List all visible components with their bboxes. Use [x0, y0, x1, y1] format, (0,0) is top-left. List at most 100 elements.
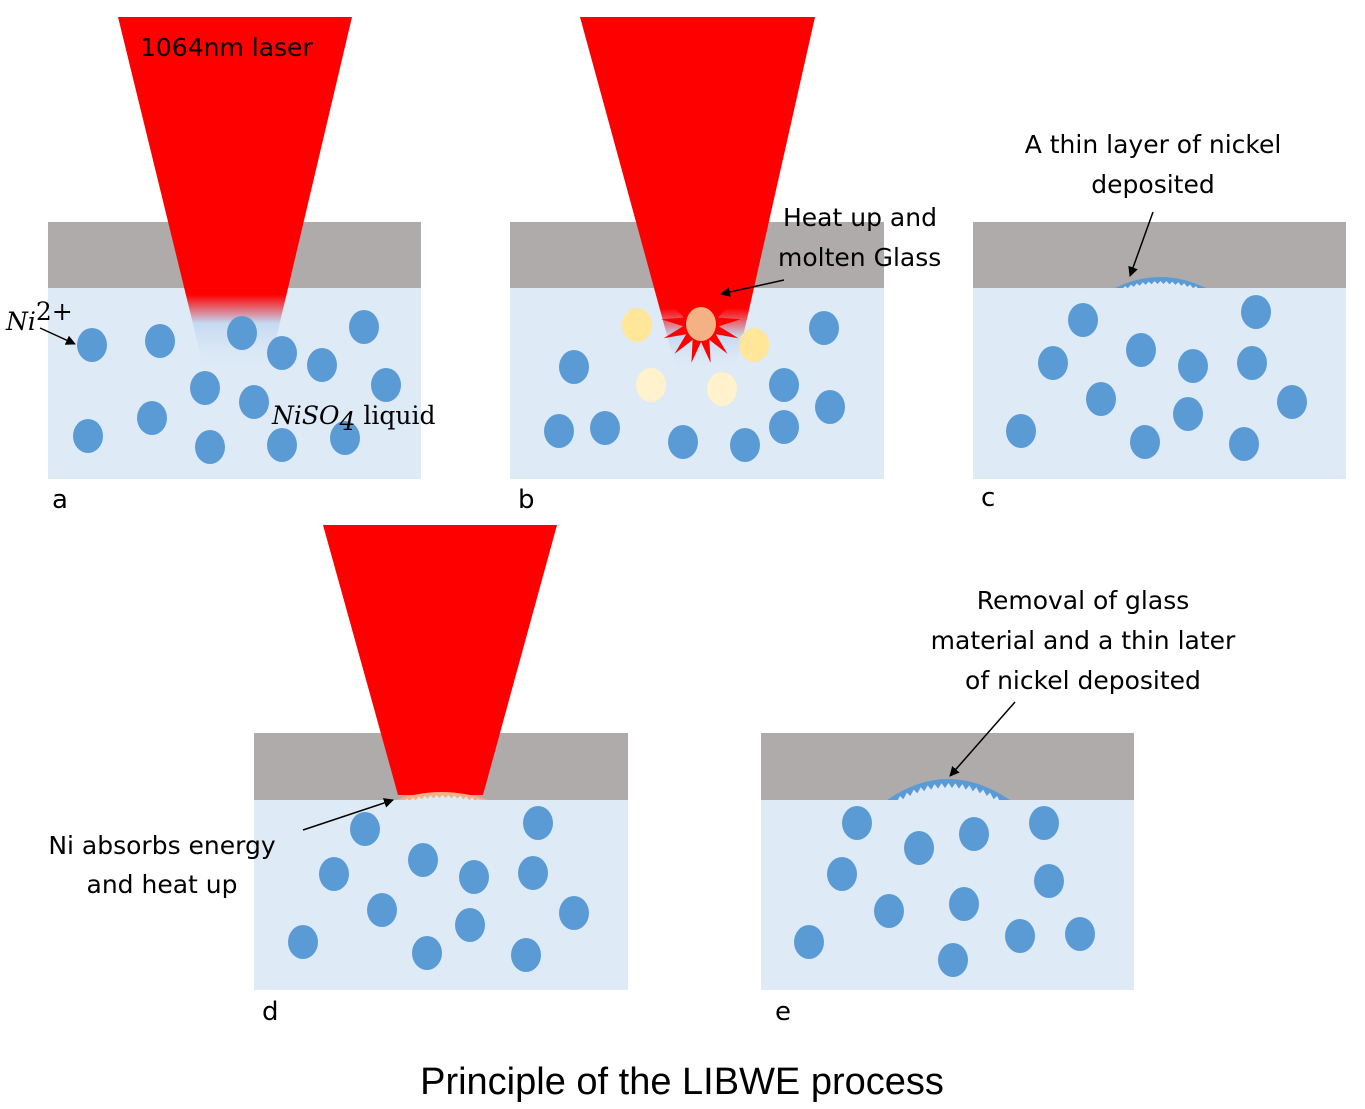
- annotation-arrow: [1128, 211, 1154, 277]
- ni-ion: [904, 831, 934, 865]
- annotation-line-2: molten Glass: [778, 243, 941, 272]
- particle-group: [544, 308, 845, 462]
- ni-ion: [77, 328, 107, 362]
- annotation-line-1: Removal of glass: [977, 586, 1190, 615]
- ni-ion: [307, 348, 337, 382]
- ni-ion: [190, 371, 220, 405]
- annotation-line-3: of nickel deposited: [965, 666, 1201, 695]
- annotation-arrow: [302, 798, 394, 831]
- ni-ion: [544, 414, 574, 448]
- laser-label: 1064nm laser: [140, 33, 313, 62]
- ni-ion: [267, 336, 297, 370]
- ni-ion: [350, 812, 380, 846]
- laser-beam: [580, 17, 815, 372]
- panel-e: Removal of glass material and a thin lat…: [761, 586, 1236, 1027]
- annotation-arrow: [720, 279, 785, 297]
- molten-core: [686, 307, 716, 341]
- ion-group: [794, 806, 1095, 977]
- ion-group: [288, 806, 589, 972]
- ni-ion: [559, 896, 589, 930]
- ni-ion: [1277, 385, 1307, 419]
- ni-ion: [769, 368, 799, 402]
- panel-b: Heat up and molten Glass b: [510, 17, 941, 515]
- ni-ion: [288, 925, 318, 959]
- ni-ion: [938, 943, 968, 977]
- ion-label: Ni2+: [5, 297, 73, 336]
- ni-ion: [267, 428, 297, 462]
- hot-glass-particle: [739, 328, 769, 362]
- ni-ion: [1006, 414, 1036, 448]
- ni-ion: [827, 857, 857, 891]
- ni-ion: [367, 893, 397, 927]
- ni-ion: [408, 843, 438, 877]
- ni-ion: [511, 938, 541, 972]
- annotation-line-2: and heat up: [87, 870, 238, 899]
- ni-ion: [949, 887, 979, 921]
- ni-ion: [1126, 333, 1156, 367]
- annotation-line-1: Ni absorbs energy: [48, 831, 276, 860]
- ion-group: [73, 310, 401, 464]
- ni-ion: [559, 350, 589, 384]
- ni-ion: [455, 908, 485, 942]
- ni-ion: [1229, 427, 1259, 461]
- panel-label-a: a: [52, 485, 68, 515]
- ni-ion: [227, 316, 257, 350]
- ni-ion: [1178, 349, 1208, 383]
- ni-ion: [1237, 346, 1267, 380]
- ni-ion: [1130, 425, 1160, 459]
- panel-label-e: e: [775, 997, 791, 1027]
- panel-label-b: b: [518, 485, 535, 515]
- glass-substrate: [973, 222, 1346, 288]
- panel-d: Ni absorbs energy and heat up d: [48, 525, 628, 1027]
- ni-ion: [459, 860, 489, 894]
- ni-ion: [1029, 806, 1059, 840]
- annotation-line-1: A thin layer of nickel: [1025, 130, 1282, 159]
- ni-ion: [518, 856, 548, 890]
- panel-label-d: d: [262, 997, 279, 1027]
- ni-ion: [195, 430, 225, 464]
- ni-ion: [769, 410, 799, 444]
- ni-ion: [1241, 295, 1271, 329]
- ni-ion: [874, 894, 904, 928]
- nickel-layer-inner: [1119, 281, 1202, 290]
- ni-ion: [1173, 397, 1203, 431]
- annotation-line-1: Heat up and: [783, 203, 937, 232]
- ni-ion: [1038, 346, 1068, 380]
- ni-ion: [730, 428, 760, 462]
- ni-ion: [137, 401, 167, 435]
- ni-ion: [1086, 382, 1116, 416]
- annotation-line-2: material and a thin later: [931, 626, 1236, 655]
- ni-ion: [412, 936, 442, 970]
- ni-ion: [330, 421, 360, 455]
- laser-beam: [323, 525, 557, 795]
- ni-ion: [809, 311, 839, 345]
- ion-arrow: [39, 327, 76, 345]
- warm-glass-particle: [707, 372, 737, 406]
- ni-ion: [590, 411, 620, 445]
- panel-c: A thin layer of nickel deposited c: [973, 130, 1346, 513]
- liquid-layer: [973, 288, 1346, 479]
- ni-ion: [1034, 864, 1064, 898]
- ni-ion: [319, 857, 349, 891]
- ni-ion: [1005, 919, 1035, 953]
- liquid-layer: [254, 800, 628, 990]
- ni-ion: [794, 925, 824, 959]
- hot-glass-particle: [622, 308, 652, 342]
- ni-ion: [349, 310, 379, 344]
- ni-ion: [959, 817, 989, 851]
- ni-ion: [239, 385, 269, 419]
- annotation-line-2: deposited: [1091, 170, 1214, 199]
- liquid-label: NiSO4 liquid: [271, 401, 435, 436]
- warm-glass-particle: [636, 368, 666, 402]
- panel-label-c: c: [981, 483, 995, 513]
- ni-ion: [73, 419, 103, 453]
- nickel-layer-inner: [893, 783, 1004, 803]
- heated-nickel-inner: [401, 795, 484, 803]
- ni-ion: [842, 806, 872, 840]
- ni-ion: [523, 806, 553, 840]
- ni-ion: [371, 368, 401, 402]
- laser-beam: [118, 17, 352, 373]
- ni-ion: [1065, 917, 1095, 951]
- ni-ion: [668, 425, 698, 459]
